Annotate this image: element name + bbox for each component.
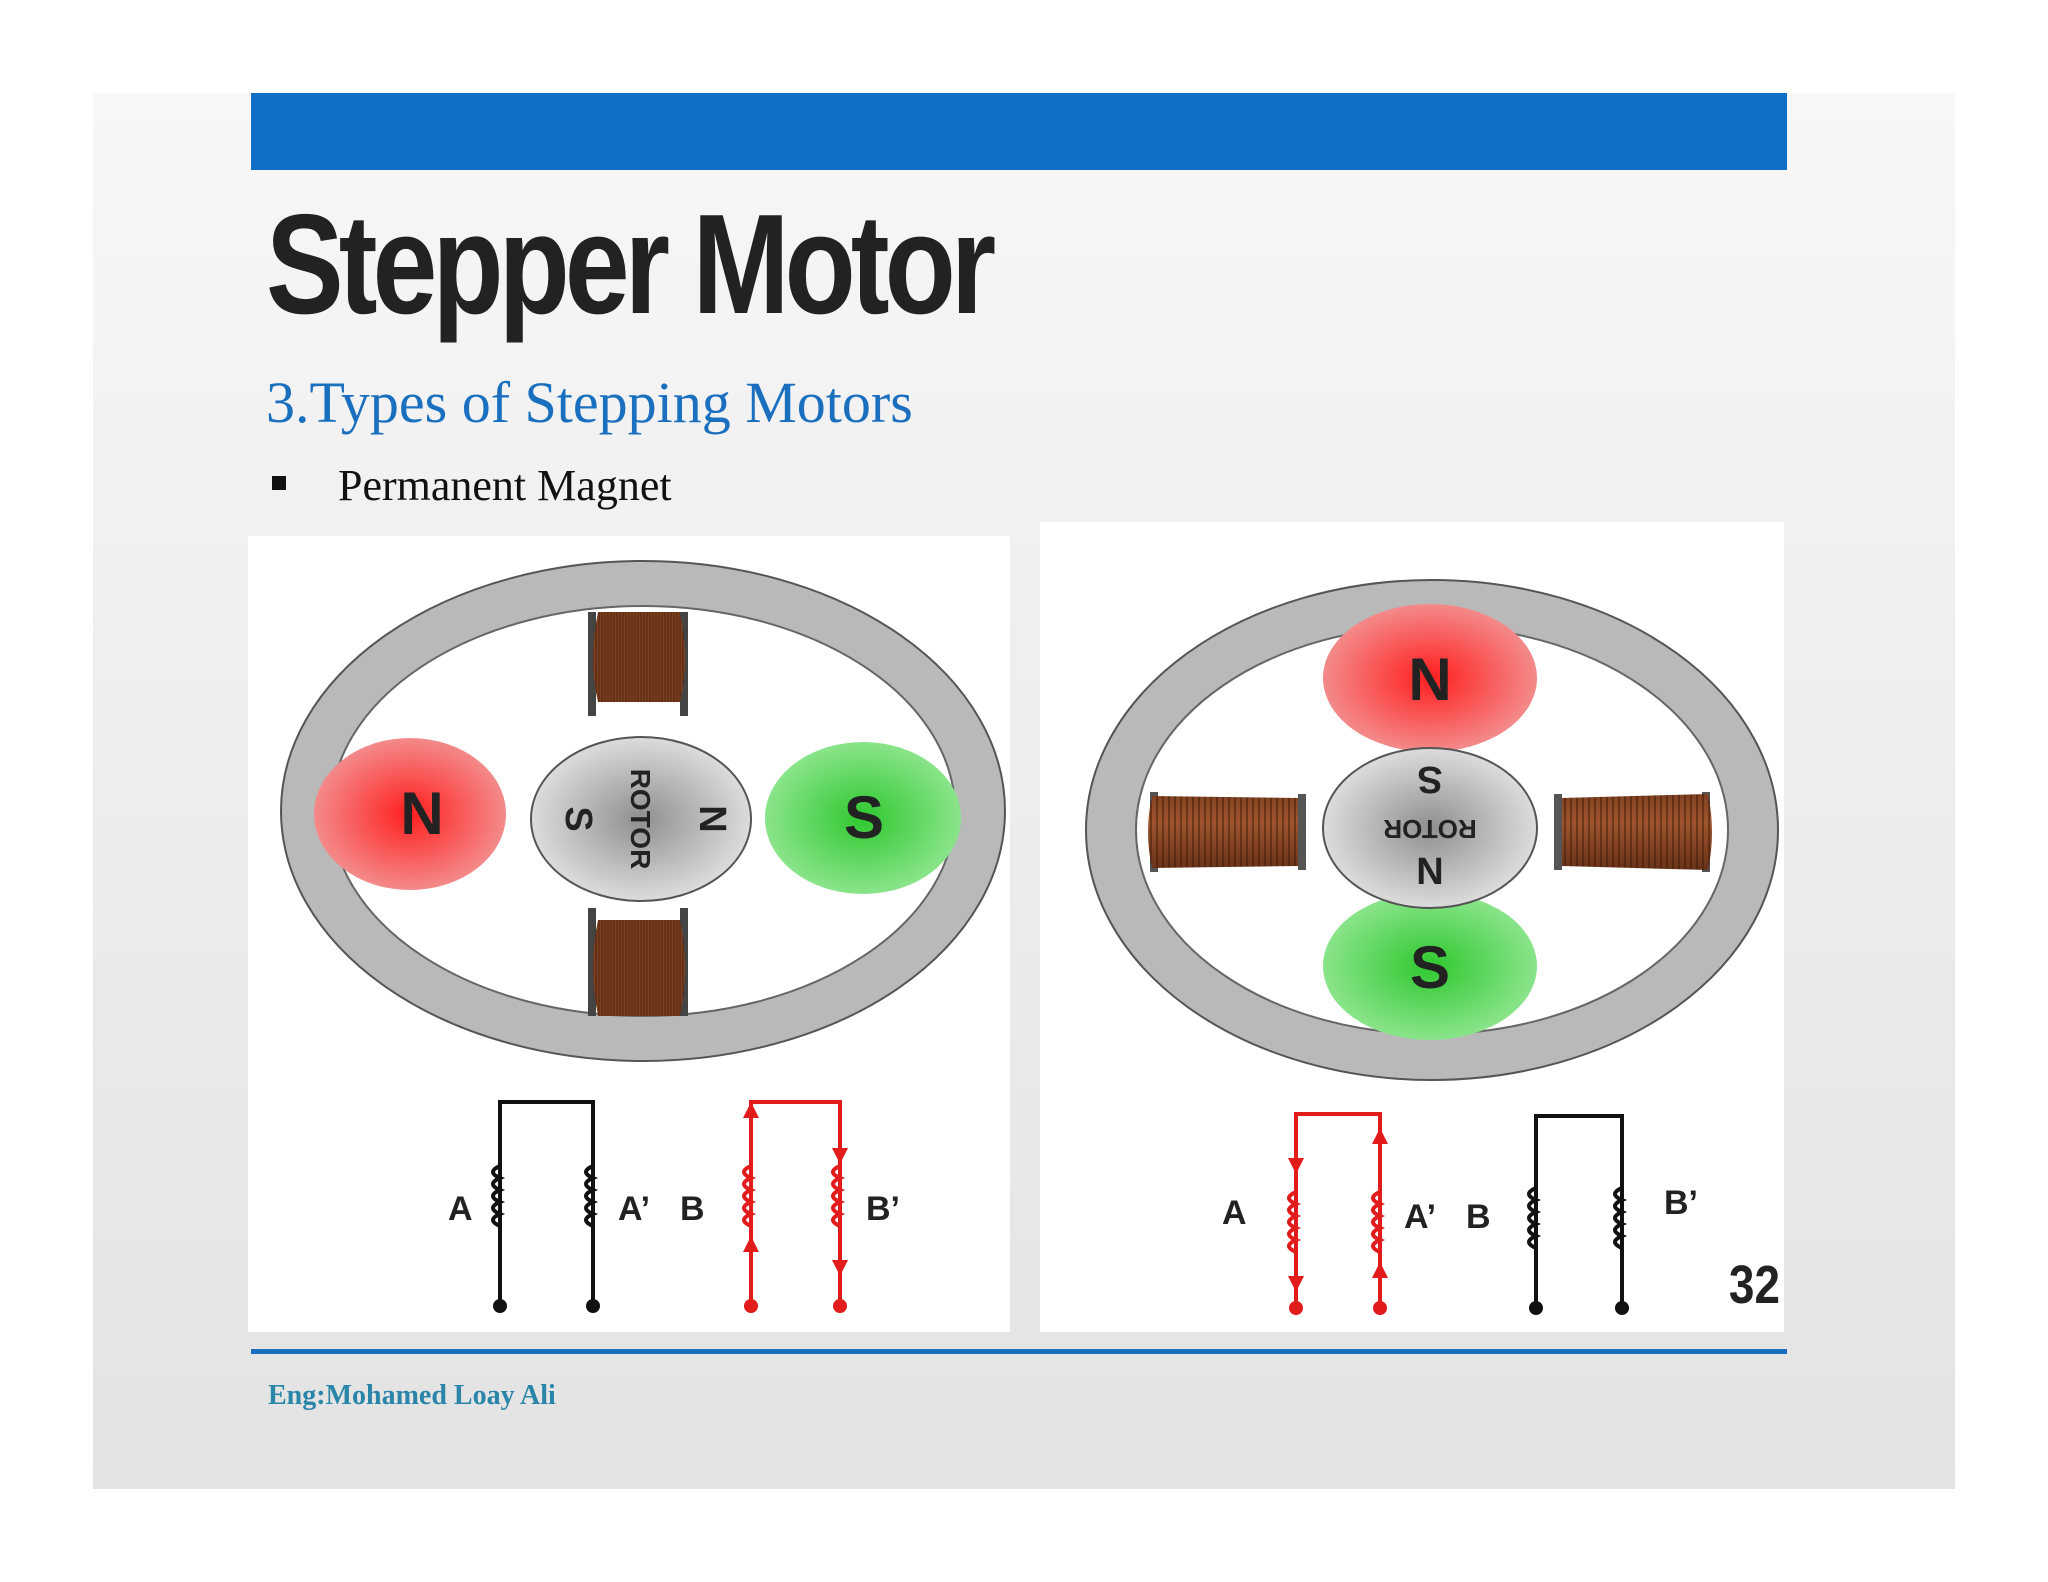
current-arrow-icon — [1288, 1128, 1388, 1292]
south-pole-right — [765, 742, 961, 894]
stepper-diagram-right: N S ROTOR S N A A’ B — [1040, 522, 1784, 1332]
coil-label-b-prime: B’ — [866, 1190, 900, 1228]
north-pole-left — [314, 738, 506, 890]
rotor-label: ROTOR — [1383, 814, 1477, 844]
coil-label-a: A — [448, 1190, 473, 1228]
winding-a-schematic — [491, 1100, 599, 1306]
rotor-label: ROTOR — [625, 769, 656, 870]
coil-label-a: A — [1222, 1194, 1247, 1232]
winding-b-schematic — [742, 1100, 846, 1306]
rotor-south-label: S — [1417, 758, 1442, 800]
south-pole-bottom — [1323, 892, 1537, 1040]
page-number: 32 — [1728, 1255, 1780, 1315]
pole-label-n: N — [400, 780, 443, 847]
coil-left-icon — [1148, 792, 1306, 872]
rotor-south-label: S — [557, 806, 599, 831]
coil-top-icon — [588, 612, 688, 716]
bullet-text: Permanent Magnet — [338, 461, 672, 510]
footer-divider — [251, 1349, 1787, 1354]
coil-label-a-prime: A’ — [1404, 1198, 1436, 1236]
slide-subtitle: 3.Types of Stepping Motors — [266, 370, 913, 435]
coil-label-a-prime: A’ — [618, 1190, 650, 1228]
coil-label-b: B — [680, 1190, 705, 1228]
stepper-diagram-left: N S ROTOR N S A A’ B — [248, 536, 1010, 1332]
north-pole-top — [1323, 604, 1537, 752]
coil-label-b-prime: B’ — [1664, 1184, 1698, 1222]
square-bullet-icon — [272, 476, 286, 490]
pole-label-n: N — [1408, 646, 1451, 713]
coil-bottom-icon — [588, 908, 688, 1016]
current-arrow-icon — [743, 1102, 848, 1276]
pole-label-s: S — [844, 784, 884, 851]
rotor-north-label: N — [691, 805, 733, 832]
rotor — [1322, 747, 1538, 909]
pole-label-s: S — [1410, 934, 1450, 1001]
top-accent-bar — [251, 93, 1787, 170]
winding-a-schematic — [1287, 1112, 1386, 1308]
slide-title: Stepper Motor — [266, 185, 996, 344]
winding-b-schematic — [1527, 1114, 1628, 1308]
rotor-north-label: N — [1416, 851, 1443, 893]
coil-right-icon — [1554, 792, 1712, 872]
coil-label-b: B — [1466, 1198, 1491, 1236]
rotor — [530, 736, 752, 902]
author-footer: Eng:Mohamed Loay Ali — [268, 1380, 556, 1411]
